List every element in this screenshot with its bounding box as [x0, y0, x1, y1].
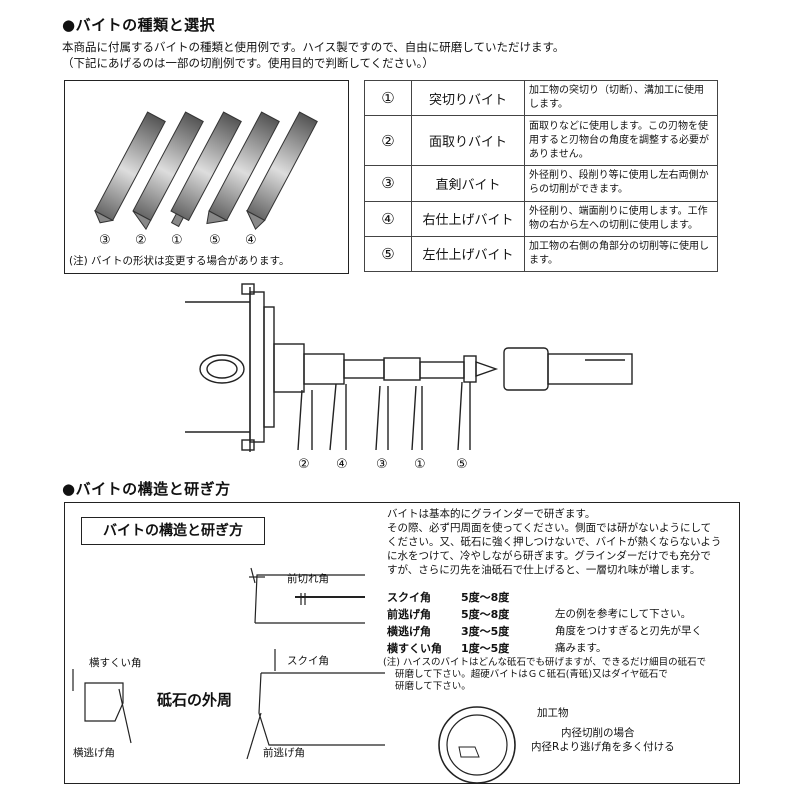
photo-label-1: ③	[99, 233, 111, 248]
photo-note: (注) バイトの形状は変更する場合があります。	[69, 255, 290, 267]
lathe-label-1: ②	[298, 457, 310, 472]
photo-label-4: ⑤	[209, 233, 221, 248]
photo-label-2: ②	[135, 233, 147, 248]
tool-desc: 外径削り、段削り等に使用し左右両側からの切削ができます。	[524, 165, 718, 202]
angle-note: 角度をつけすぎると刃先が早く	[555, 625, 702, 637]
tool-num: ③	[364, 165, 412, 202]
tool-desc: 面取りなどに使用します。この刃物を使用すると刃物台の角度を調整する必要がありませ…	[524, 115, 718, 167]
angle-value: 5度〜8度	[461, 591, 510, 604]
label-front-cut-angle: 前切れ角	[287, 573, 329, 585]
inner-cut-diagram	[438, 706, 516, 783]
lathe-label-5: ⑤	[456, 457, 468, 472]
grinding-text-line: に水をつけて、冷やしながら研ぎます。グラインダーだけでも充分で	[387, 550, 711, 562]
section-title-grinding: ●バイトの構造と研ぎ方	[62, 480, 231, 498]
angle-note: 左の例を参考にして下さい。	[555, 608, 692, 620]
label-inner-cut: 内径切削の場合	[561, 727, 635, 739]
tool-desc: 加工物の右側の角部分の切削等に使用します。	[524, 235, 718, 273]
angle-value: 5度〜8度	[461, 608, 510, 621]
lathe-diagram	[185, 283, 633, 452]
angle-name: 横逃げ角	[387, 625, 431, 638]
caution-note: (注) ハイスのバイトはどんな砥石でも研げますが、できるだけ細目の砥石で 研磨し…	[383, 657, 706, 693]
tool-name: 直剣バイト	[411, 165, 525, 202]
intro-line-1: 本商品に付属するバイトの種類と使用例です。ハイス製ですので、自由に研磨していただ…	[62, 40, 565, 54]
angle-note	[555, 589, 702, 606]
lathe-label-4: ①	[414, 457, 426, 472]
angle-note: 痛みます。	[555, 642, 607, 654]
angle-name: 前逃げ角	[387, 608, 431, 621]
lathe-label-2: ④	[336, 457, 348, 472]
tool-name: 突切りバイト	[411, 79, 525, 117]
section-title-tools: ●バイトの種類と選択	[62, 16, 216, 34]
table-row: ④ 右仕上げバイト 外径削り、端面削りに使用します。工作物の右から左への切削に使…	[364, 200, 718, 237]
lathe-label-3: ③	[376, 457, 388, 472]
caution-line: 研磨して下さい。	[395, 681, 471, 692]
tool-num: ①	[364, 79, 412, 117]
angle-value: 1度〜5度	[461, 642, 510, 655]
label-workpiece: 加工物	[537, 707, 569, 719]
photo-label-3: ①	[171, 233, 183, 248]
label-rake-angle: スクイ角	[287, 655, 329, 667]
tool-geometry-diagram	[72, 567, 385, 760]
tool-num: ⑤	[364, 235, 412, 273]
table-row: ⑤ 左仕上げバイト 加工物の右側の角部分の切削等に使用します。	[364, 235, 718, 273]
angle-name: 横すくい角	[387, 642, 442, 655]
grinding-box-title: バイトの構造と研ぎ方	[81, 517, 265, 545]
grinding-text-line: その際、必ず円周面を使ってください。側面では研がないようにして	[387, 522, 712, 534]
angle-name: スクイ角	[387, 591, 431, 604]
table-row: ② 面取りバイト 面取りなどに使用します。この刃物を使用すると刃物台の角度を調整…	[364, 115, 718, 167]
grinding-box: バイトの構造と研ぎ方 バイトは基本的にグラインダーで研ぎます。 その際、必ず円周…	[64, 502, 740, 784]
tool-photo-box: ③ ② ① ⑤ ④ (注) バイトの形状は変更する場合があります。	[64, 80, 349, 274]
angle-notes: 左の例を参考にして下さい。 角度をつけすぎると刃先が早く 痛みます。	[555, 589, 702, 657]
angle-values: 5度〜8度 5度〜8度 3度〜5度 1度〜5度	[461, 589, 509, 657]
tool-desc: 外径削り、端面削りに使用します。工作物の右から左への切削に使用します。	[524, 200, 718, 237]
tool-name: 右仕上げバイト	[411, 200, 525, 237]
table-row: ③ 直剣バイト 外径削り、段削り等に使用し左右両側からの切削ができます。	[364, 165, 718, 202]
grinding-text-line: バイトは基本的にグラインダーで研ぎます。	[387, 508, 596, 520]
tool-num: ④	[364, 200, 412, 237]
label-inner-relief: 内径Rより逃げ角を多く付ける	[531, 741, 675, 753]
photo-label-5: ④	[245, 233, 257, 248]
tool-name: 面取りバイト	[411, 115, 525, 167]
tool-photo	[93, 111, 318, 231]
label-side-relief-angle: 横逃げ角	[73, 747, 115, 759]
caution-line: 研磨して下さい。超硬バイトはＧＣ砥石(青砥)又はダイヤ砥石で	[395, 669, 668, 680]
label-front-relief-angle: 前逃げ角	[263, 747, 305, 759]
caution-line: (注) ハイスのバイトはどんな砥石でも研げますが、できるだけ細目の砥石で	[383, 657, 707, 668]
tool-num: ②	[364, 115, 412, 167]
grinding-text: バイトは基本的にグラインダーで研ぎます。 その際、必ず円周面を使ってください。側…	[387, 507, 737, 577]
label-side-rake-angle: 横すくい角	[89, 657, 142, 669]
tool-table: ① 突切りバイト 加工物の突切り（切断）、溝加工に使用します。 ② 面取りバイト…	[364, 79, 718, 273]
grinding-text-line: すが、さらに刃先を油砥石で仕上げると、一層切れ味が増します。	[387, 564, 701, 576]
angle-names: スクイ角 前逃げ角 横逃げ角 横すくい角	[387, 589, 442, 657]
label-wheel-edge: 砥石の外周	[157, 691, 233, 709]
tool-name: 左仕上げバイト	[411, 235, 525, 273]
tool-desc: 加工物の突切り（切断）、溝加工に使用します。	[524, 79, 718, 117]
angle-value: 3度〜5度	[461, 625, 510, 638]
intro-line-2: （下記にあげるのは一部の切削例です。使用目的で判断してください。）	[62, 56, 434, 70]
table-row: ① 突切りバイト 加工物の突切り（切断）、溝加工に使用します。	[364, 79, 718, 117]
grinding-text-line: ください。又、砥石に強く押しつけないで、バイトが熱くならないよう	[387, 536, 722, 548]
